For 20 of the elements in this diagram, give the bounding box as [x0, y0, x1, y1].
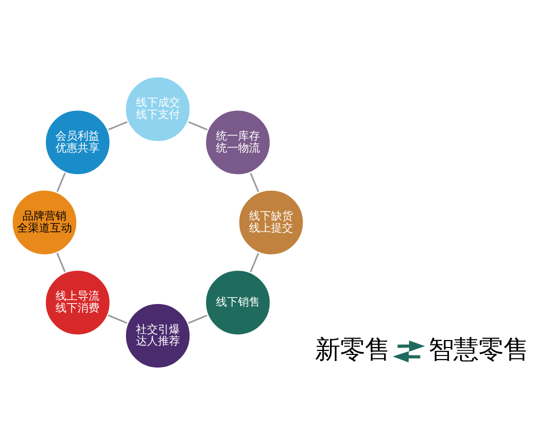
- connector: [56, 172, 66, 192]
- node-circle: 统一库存统一物流: [204, 108, 272, 177]
- arrow: [392, 351, 420, 362]
- connector: [188, 314, 208, 324]
- node-circle: 线下销售: [204, 268, 272, 337]
- node-circle: 社交引爆达人推荐: [124, 302, 192, 370]
- connector: [188, 121, 208, 130]
- node-circle: 品牌营销全渠道互动: [10, 188, 79, 257]
- connector: [250, 172, 260, 192]
- connector: [108, 314, 128, 324]
- connector: [56, 252, 66, 272]
- node-circle: 会员利益优惠共享: [43, 108, 112, 177]
- node-text: 智慧零售: [428, 334, 528, 365]
- node-circle: 线下缺货线上提交: [236, 188, 306, 257]
- connector: [108, 121, 128, 130]
- node-circle: 线上导流线下消费: [43, 268, 112, 337]
- node-circle: 线下成交线下支付: [124, 75, 192, 144]
- node-text: 新零售: [314, 334, 390, 365]
- connector: [250, 252, 260, 272]
- arrow: [398, 340, 426, 352]
